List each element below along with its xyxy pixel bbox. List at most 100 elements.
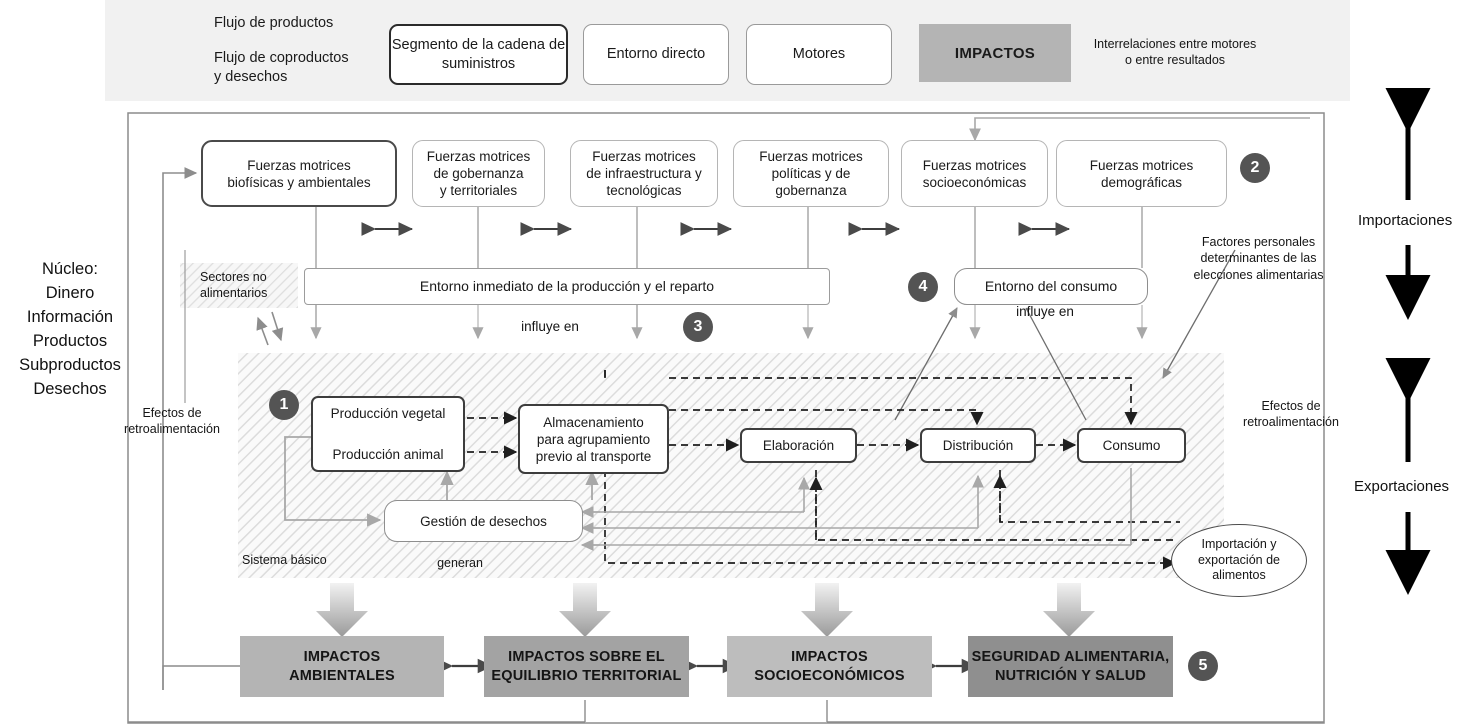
influences-left-label: influye en bbox=[521, 319, 579, 334]
badge-5: 5 bbox=[1188, 651, 1218, 681]
personal-factors-line2: determinantes de las bbox=[1200, 251, 1317, 266]
impact-0-line2: AMBIENTALES bbox=[289, 667, 395, 684]
influences-right-label: influye en bbox=[1016, 304, 1074, 319]
personal-factors-line3: elecciones alimentarias bbox=[1193, 267, 1324, 282]
annotation-personal-factors: Factores personales determinantes de las… bbox=[1186, 234, 1331, 283]
processing-node[interactable]: Elaboración bbox=[740, 428, 857, 463]
driver-2-line3: tecnológicas bbox=[606, 183, 682, 198]
legend-supply-chain-line1: Segmento de la cadena de bbox=[391, 36, 566, 53]
driver-0-line2: biofísicas y ambientales bbox=[227, 174, 371, 190]
feedback-left-line1: Efectos de bbox=[142, 406, 202, 420]
impact-2-line2: SOCIOECONÓMICOS bbox=[754, 667, 905, 684]
annotation-non-food-sectors: Sectores no alimentarios bbox=[200, 270, 310, 301]
legend-coproducts-line2: y desechos bbox=[214, 69, 288, 86]
impact-1-line1: IMPACTOS SOBRE EL bbox=[508, 648, 665, 665]
legend-box-drivers: Motores bbox=[746, 24, 892, 85]
imports-label: Importaciones bbox=[1358, 212, 1453, 229]
impact-socioeconomic[interactable]: IMPACTOS SOCIOECONÓMICOS bbox=[727, 636, 932, 697]
legend-box-supply-chain: Segmento de la cadena de suministros bbox=[389, 24, 568, 85]
legend-coproducts-line1: Flujo de coproductos bbox=[214, 50, 349, 66]
driver-demographic[interactable]: Fuerzas motrices demográficas bbox=[1056, 140, 1227, 207]
legend-flow-products-label: Flujo de productos bbox=[214, 15, 334, 31]
driver-3-line3: gobernanza bbox=[775, 183, 847, 198]
environment-consumption-label: Entorno del consumo bbox=[984, 277, 1118, 294]
core-label-line4: Productos bbox=[32, 331, 108, 350]
core-system-label: Sistema básico bbox=[242, 553, 327, 567]
feedback-right-line2: retroalimentación bbox=[1243, 415, 1339, 430]
legend-direct-env-label: Entorno directo bbox=[606, 46, 706, 63]
legend-box-direct-environment: Entorno directo bbox=[583, 24, 729, 85]
storage-line1: Almacenamiento bbox=[543, 414, 644, 430]
driver-1-line1: Fuerzas motrices bbox=[426, 149, 531, 164]
driver-3-line1: Fuerzas motrices bbox=[759, 149, 863, 164]
impact-territorial-balance[interactable]: IMPACTOS SOBRE EL EQUILIBRIO TERRITORIAL bbox=[484, 636, 689, 697]
feedback-effects-left-label: Efectos de retroalimentación bbox=[112, 405, 232, 438]
badge-1: 1 bbox=[269, 390, 299, 420]
trade-line3: alimentos bbox=[1212, 568, 1266, 583]
impact-environmental[interactable]: IMPACTOS AMBIENTALES bbox=[240, 636, 444, 697]
feedback-right-line1: Efectos de bbox=[1261, 399, 1321, 413]
legend-box-impacts: IMPACTOS bbox=[919, 24, 1071, 82]
core-label-line6: Desechos bbox=[33, 379, 107, 398]
driver-socioeconomic[interactable]: Fuerzas motrices socioeconómicas bbox=[901, 140, 1048, 207]
storage-node[interactable]: Almacenamiento para agrupamiento previo … bbox=[518, 404, 669, 474]
consumption-label: Consumo bbox=[1102, 438, 1161, 453]
storage-line3: previo al transporte bbox=[535, 448, 652, 464]
generate-label: generan bbox=[437, 556, 483, 570]
driver-5-line1: Fuerzas motrices bbox=[1089, 157, 1194, 173]
driver-2-line2: de infraestructura y bbox=[586, 166, 702, 181]
processing-label: Elaboración bbox=[762, 438, 835, 453]
driver-political-governance[interactable]: Fuerzas motrices políticas y de gobernan… bbox=[733, 140, 889, 207]
driver-1-line3: y territoriales bbox=[439, 183, 518, 198]
driver-biophysical-environmental[interactable]: Fuerzas motrices biofísicas y ambientale… bbox=[201, 140, 397, 207]
core-label-line1: Núcleo: bbox=[42, 260, 98, 278]
impact-3-line1: SEGURIDAD ALIMENTARIA, bbox=[971, 648, 1170, 665]
impact-food-security-nutrition-health[interactable]: SEGURIDAD ALIMENTARIA, NUTRICIÓN Y SALUD bbox=[968, 636, 1173, 697]
trade-line1: Importación y bbox=[1201, 537, 1277, 552]
badge-4: 4 bbox=[908, 272, 938, 302]
production-node[interactable]: Producción vegetal Producción animal bbox=[311, 396, 465, 472]
impact-3-line2: NUTRICIÓN Y SALUD bbox=[994, 667, 1147, 684]
driver-infrastructure-technological[interactable]: Fuerzas motrices de infraestructura y te… bbox=[570, 140, 718, 207]
driver-0-line1: Fuerzas motrices bbox=[247, 157, 351, 173]
core-flows-label: Núcleo: Dinero Información Productos Sub… bbox=[0, 258, 140, 402]
personal-factors-line1: Factores personales bbox=[1201, 235, 1316, 249]
impact-1-line2: EQUILIBRIO TERRITORIAL bbox=[491, 667, 682, 684]
legend-interrelations-line2: o entre resultados bbox=[1124, 53, 1226, 68]
core-label-line3: Información bbox=[26, 307, 114, 326]
driver-3-line2: políticas y de bbox=[771, 166, 851, 181]
feedback-effects-right-label: Efectos de retroalimentación bbox=[1226, 398, 1356, 431]
production-plant-label: Producción vegetal bbox=[330, 406, 446, 421]
distribution-node[interactable]: Distribución bbox=[920, 428, 1036, 463]
core-label-line2: Dinero bbox=[45, 283, 95, 302]
driver-1-line2: de gobernanza bbox=[433, 166, 524, 181]
core-label-line5: Subproductos bbox=[19, 355, 121, 374]
consumption-node[interactable]: Consumo bbox=[1077, 428, 1186, 463]
distribution-label: Distribución bbox=[942, 438, 1014, 453]
impact-0-line1: IMPACTOS bbox=[303, 648, 381, 665]
driver-4-line1: Fuerzas motrices bbox=[922, 157, 1027, 173]
production-animal-label: Producción animal bbox=[332, 447, 444, 462]
legend-drivers-label: Motores bbox=[792, 46, 846, 63]
impact-2-line1: IMPACTOS bbox=[791, 648, 868, 665]
driver-4-line2: socioeconómicas bbox=[922, 174, 1027, 190]
driver-5-line2: demográficas bbox=[1100, 174, 1183, 190]
waste-management-node[interactable]: Gestión de desechos bbox=[384, 500, 583, 542]
environment-consumption[interactable]: Entorno del consumo bbox=[954, 268, 1148, 305]
driver-governance-territorial[interactable]: Fuerzas motrices de gobernanza y territo… bbox=[412, 140, 545, 207]
badge-2: 2 bbox=[1240, 153, 1270, 183]
trade-line2: exportación de bbox=[1197, 552, 1280, 567]
legend-interrelations-line1: Interrelaciones entre motores bbox=[1093, 37, 1257, 51]
legend-flow-coproducts-label: Flujo de coproductos y desechos bbox=[214, 49, 384, 87]
waste-management-label: Gestión de desechos bbox=[420, 513, 547, 529]
legend-interrelations-label: Interrelaciones entre motores o entre re… bbox=[1085, 36, 1265, 69]
legend-supply-chain-line2: suministros bbox=[441, 55, 516, 72]
badge-3: 3 bbox=[683, 312, 713, 342]
non-food-sectors-line2: alimentarios bbox=[200, 285, 268, 300]
storage-line2: para agrupamiento bbox=[536, 431, 651, 447]
environment-production-distribution[interactable]: Entorno inmediato de la producción y el … bbox=[304, 268, 830, 305]
legend-impacts-label: IMPACTOS bbox=[954, 44, 1036, 62]
food-trade-node[interactable]: Importación y exportación de alimentos bbox=[1171, 524, 1307, 597]
